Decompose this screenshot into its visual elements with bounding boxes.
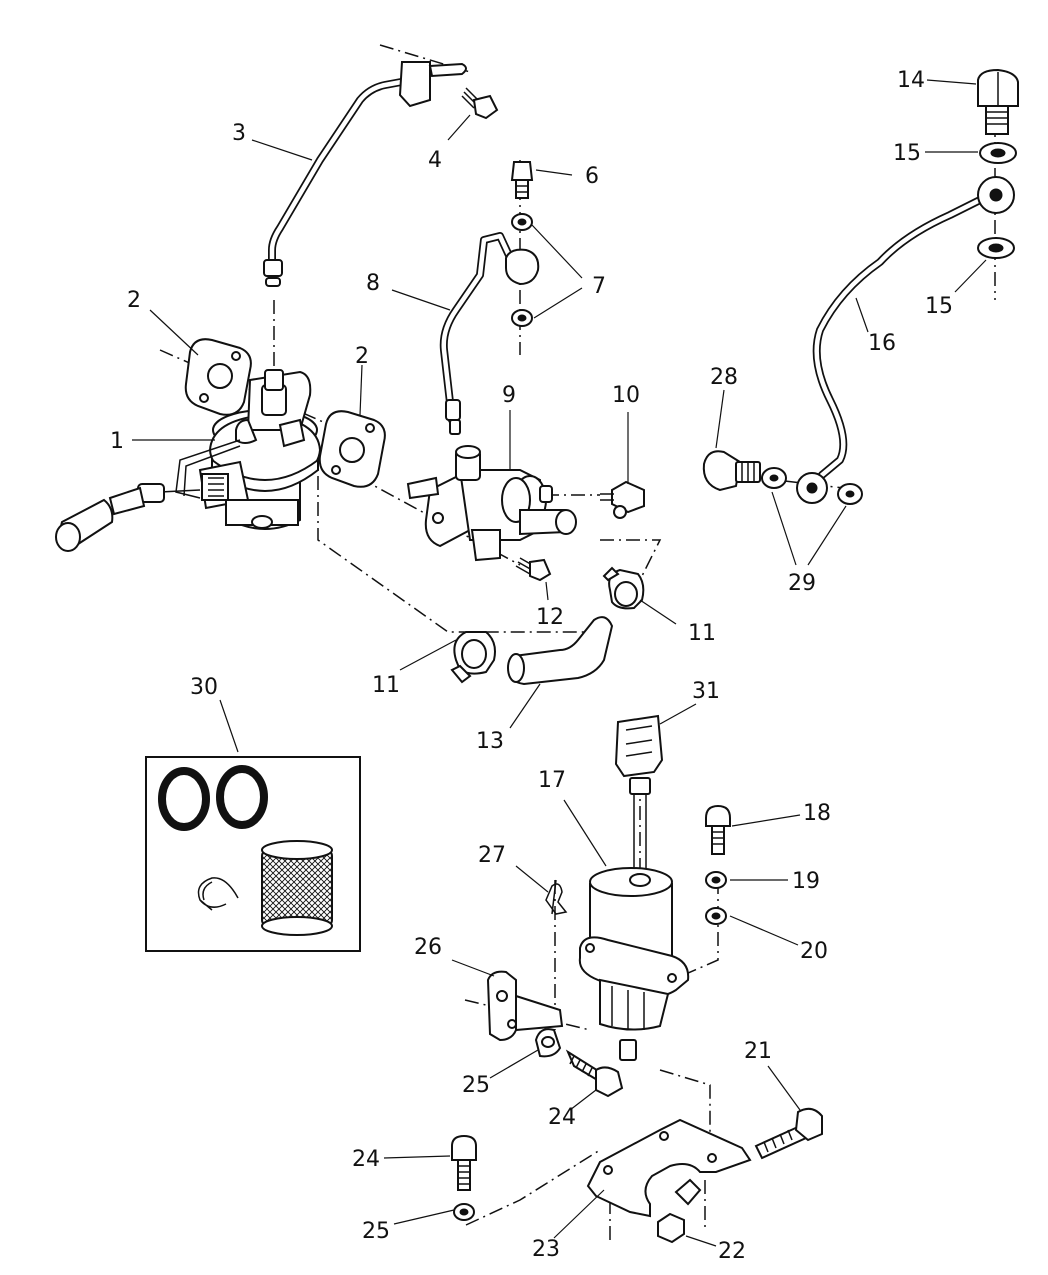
- fuel-line-3: [263, 61, 467, 287]
- washer-25-lower: [453, 1203, 475, 1221]
- callout-8: 8: [366, 271, 380, 296]
- callout-15-lower: 15: [925, 294, 953, 319]
- washer-20: [705, 907, 727, 925]
- callout-19: 19: [792, 869, 820, 894]
- callout-7-upper: 7: [592, 274, 606, 299]
- fuel-pump-1: [55, 369, 322, 552]
- callout-2-center: 2: [355, 344, 369, 369]
- washer-7-lower: [511, 309, 533, 327]
- callout-27: 27: [478, 843, 506, 868]
- callout-9: 9: [502, 383, 516, 408]
- hose-13: [507, 616, 614, 686]
- clamp-11-left: [450, 631, 496, 684]
- bracket-23: [586, 1118, 752, 1218]
- callout-4: 4: [428, 148, 442, 173]
- callout-11-left: 11: [372, 673, 400, 698]
- callout-16: 16: [868, 331, 896, 356]
- bolt-24-lower: [451, 1134, 477, 1191]
- callout-20: 20: [800, 939, 828, 964]
- callout-24-upper: 24: [548, 1105, 576, 1130]
- stud-bracket-23: [674, 1178, 702, 1206]
- bolt-12: [515, 557, 552, 582]
- nut-22: [657, 1212, 685, 1244]
- callout-6: 6: [585, 164, 599, 189]
- bolt-4: [461, 87, 499, 120]
- bolt-18: [705, 804, 731, 855]
- callout-25-lower: 25: [362, 1219, 390, 1244]
- callout-23: 23: [532, 1237, 560, 1262]
- callout-18: 18: [803, 801, 831, 826]
- clip-27: [545, 879, 568, 915]
- callout-21: 21: [744, 1039, 772, 1064]
- washer-29-right: [837, 483, 863, 505]
- washer-15-lower: [977, 237, 1015, 259]
- callout-29: 29: [788, 571, 816, 596]
- washer-29-left: [761, 467, 787, 489]
- callout-14: 14: [897, 68, 925, 93]
- bolt-21: [754, 1107, 823, 1160]
- callout-17: 17: [538, 768, 566, 793]
- callout-labels: 1 2 2 3 4 6 7 7 8 9 10 11 11 12 13 14 15…: [110, 68, 953, 1264]
- clamp-11-right: [602, 566, 645, 610]
- callout-3: 3: [232, 121, 246, 146]
- callout-28: 28: [710, 365, 738, 390]
- connector-31: [614, 714, 664, 870]
- gasket-2b: [318, 410, 386, 488]
- callout-25-upper: 25: [462, 1073, 490, 1098]
- callout-22: 22: [718, 1239, 746, 1264]
- callout-12: 12: [536, 605, 564, 630]
- bolt-24-upper: [565, 1049, 624, 1098]
- callout-26: 26: [414, 935, 442, 960]
- callout-15-upper: 15: [893, 141, 921, 166]
- callout-1: 1: [110, 429, 124, 454]
- fuel-filter-17: [578, 867, 690, 1061]
- service-kit-30: [145, 756, 361, 952]
- callout-31: 31: [692, 679, 720, 704]
- banjo-bolt-28: [702, 450, 761, 492]
- callout-13: 13: [476, 729, 504, 754]
- fuel-line-8: [439, 232, 540, 435]
- leader-lines: [132, 79, 987, 1247]
- gasket-2a: [184, 338, 252, 416]
- callout-10: 10: [612, 383, 640, 408]
- washer-15-upper: [979, 142, 1017, 164]
- sensor-10: [600, 480, 645, 519]
- bracket-26: [486, 970, 564, 1042]
- nut-25-upper: [534, 1028, 562, 1058]
- washer-7-upper: [511, 213, 533, 231]
- callout-11-right: 11: [688, 621, 716, 646]
- fuel-line-16: [796, 176, 1015, 504]
- callout-2-left: 2: [127, 288, 141, 313]
- pump-9: [406, 445, 577, 562]
- callout-24-lower: 24: [352, 1147, 380, 1172]
- banjo-bolt-6: [510, 161, 534, 199]
- washer-19: [705, 871, 727, 889]
- callout-30: 30: [190, 675, 218, 700]
- banjo-bolt-14: [977, 68, 1019, 135]
